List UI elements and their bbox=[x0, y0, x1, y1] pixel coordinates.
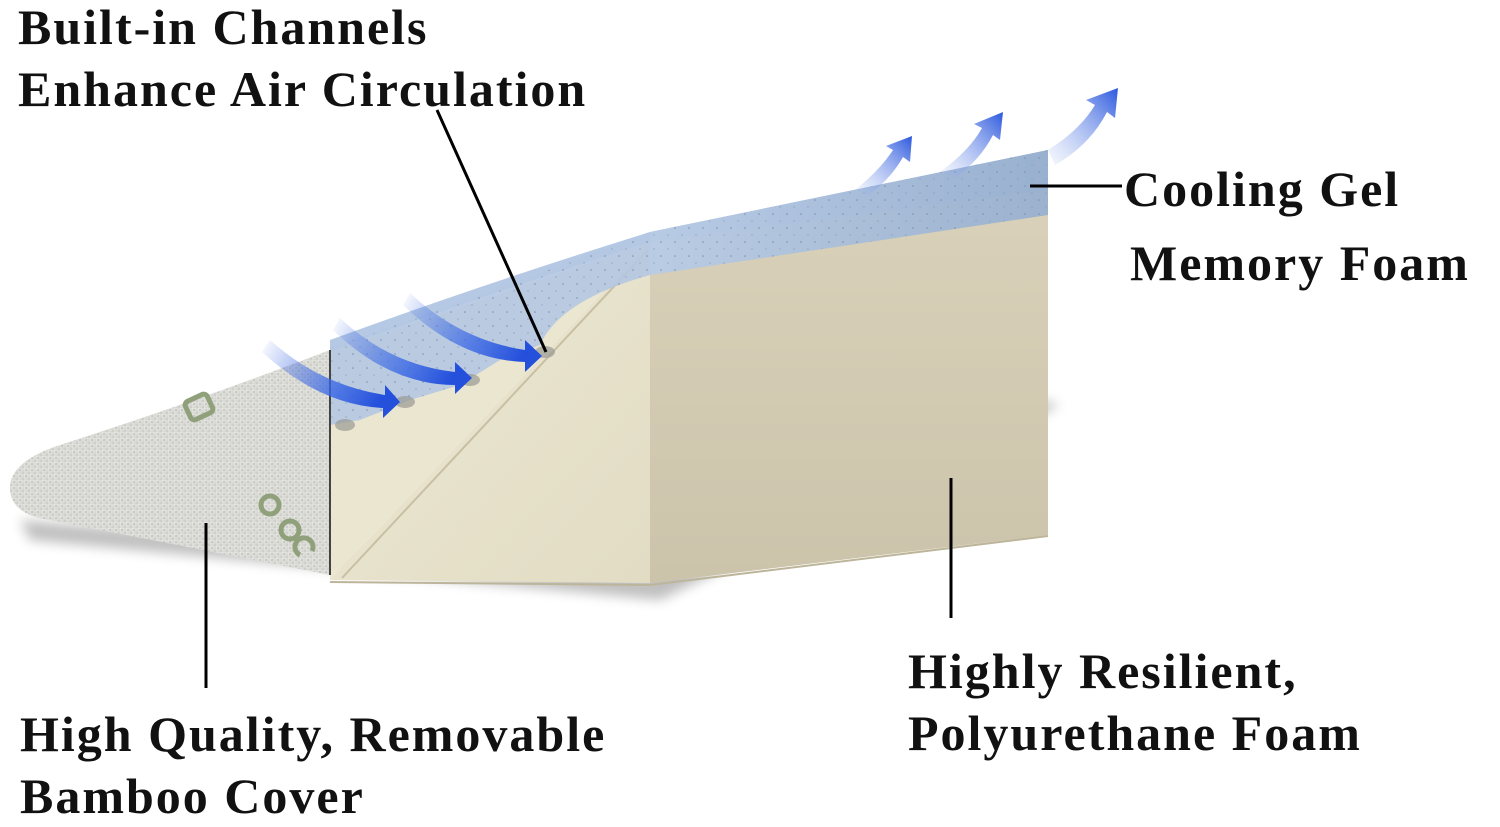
bamboo-logo-icon bbox=[182, 391, 316, 558]
airflow-in-arrows bbox=[262, 293, 542, 418]
foam-callout-line2: Polyurethane Foam bbox=[908, 705, 1362, 761]
gel-callout-line1: Cooling Gel bbox=[1124, 161, 1401, 217]
arrow-right-icon bbox=[333, 318, 472, 394]
cover-callout: High Quality, Removable Bamboo Cover bbox=[20, 703, 606, 827]
channels-callout-line2: Enhance Air Circulation bbox=[18, 61, 588, 117]
arrow-up-icon bbox=[940, 112, 1003, 178]
arrow-up-icon bbox=[1048, 88, 1118, 165]
channels-callout-line1: Built-in Channels bbox=[18, 0, 429, 55]
leader-lines bbox=[204, 109, 1122, 688]
arrow-right-icon bbox=[262, 340, 400, 418]
cover-callout-line2: Bamboo Cover bbox=[20, 768, 365, 824]
arrow-right-icon bbox=[403, 293, 542, 372]
gel-callout: Cooling Gel Memory Foam bbox=[1124, 152, 1470, 300]
airflow-out-arrows bbox=[855, 88, 1118, 195]
leader-channels bbox=[435, 109, 548, 353]
gel-callout-line2: Memory Foam bbox=[1130, 235, 1470, 291]
cover-callout-line1: High Quality, Removable bbox=[20, 706, 607, 762]
arrow-up-icon bbox=[855, 136, 912, 195]
foam-callout-line1: Highly Resilient, bbox=[908, 643, 1298, 699]
foam-callout: Highly Resilient, Polyurethane Foam bbox=[908, 640, 1362, 764]
channels-callout: Built-in Channels Enhance Air Circulatio… bbox=[18, 0, 587, 120]
